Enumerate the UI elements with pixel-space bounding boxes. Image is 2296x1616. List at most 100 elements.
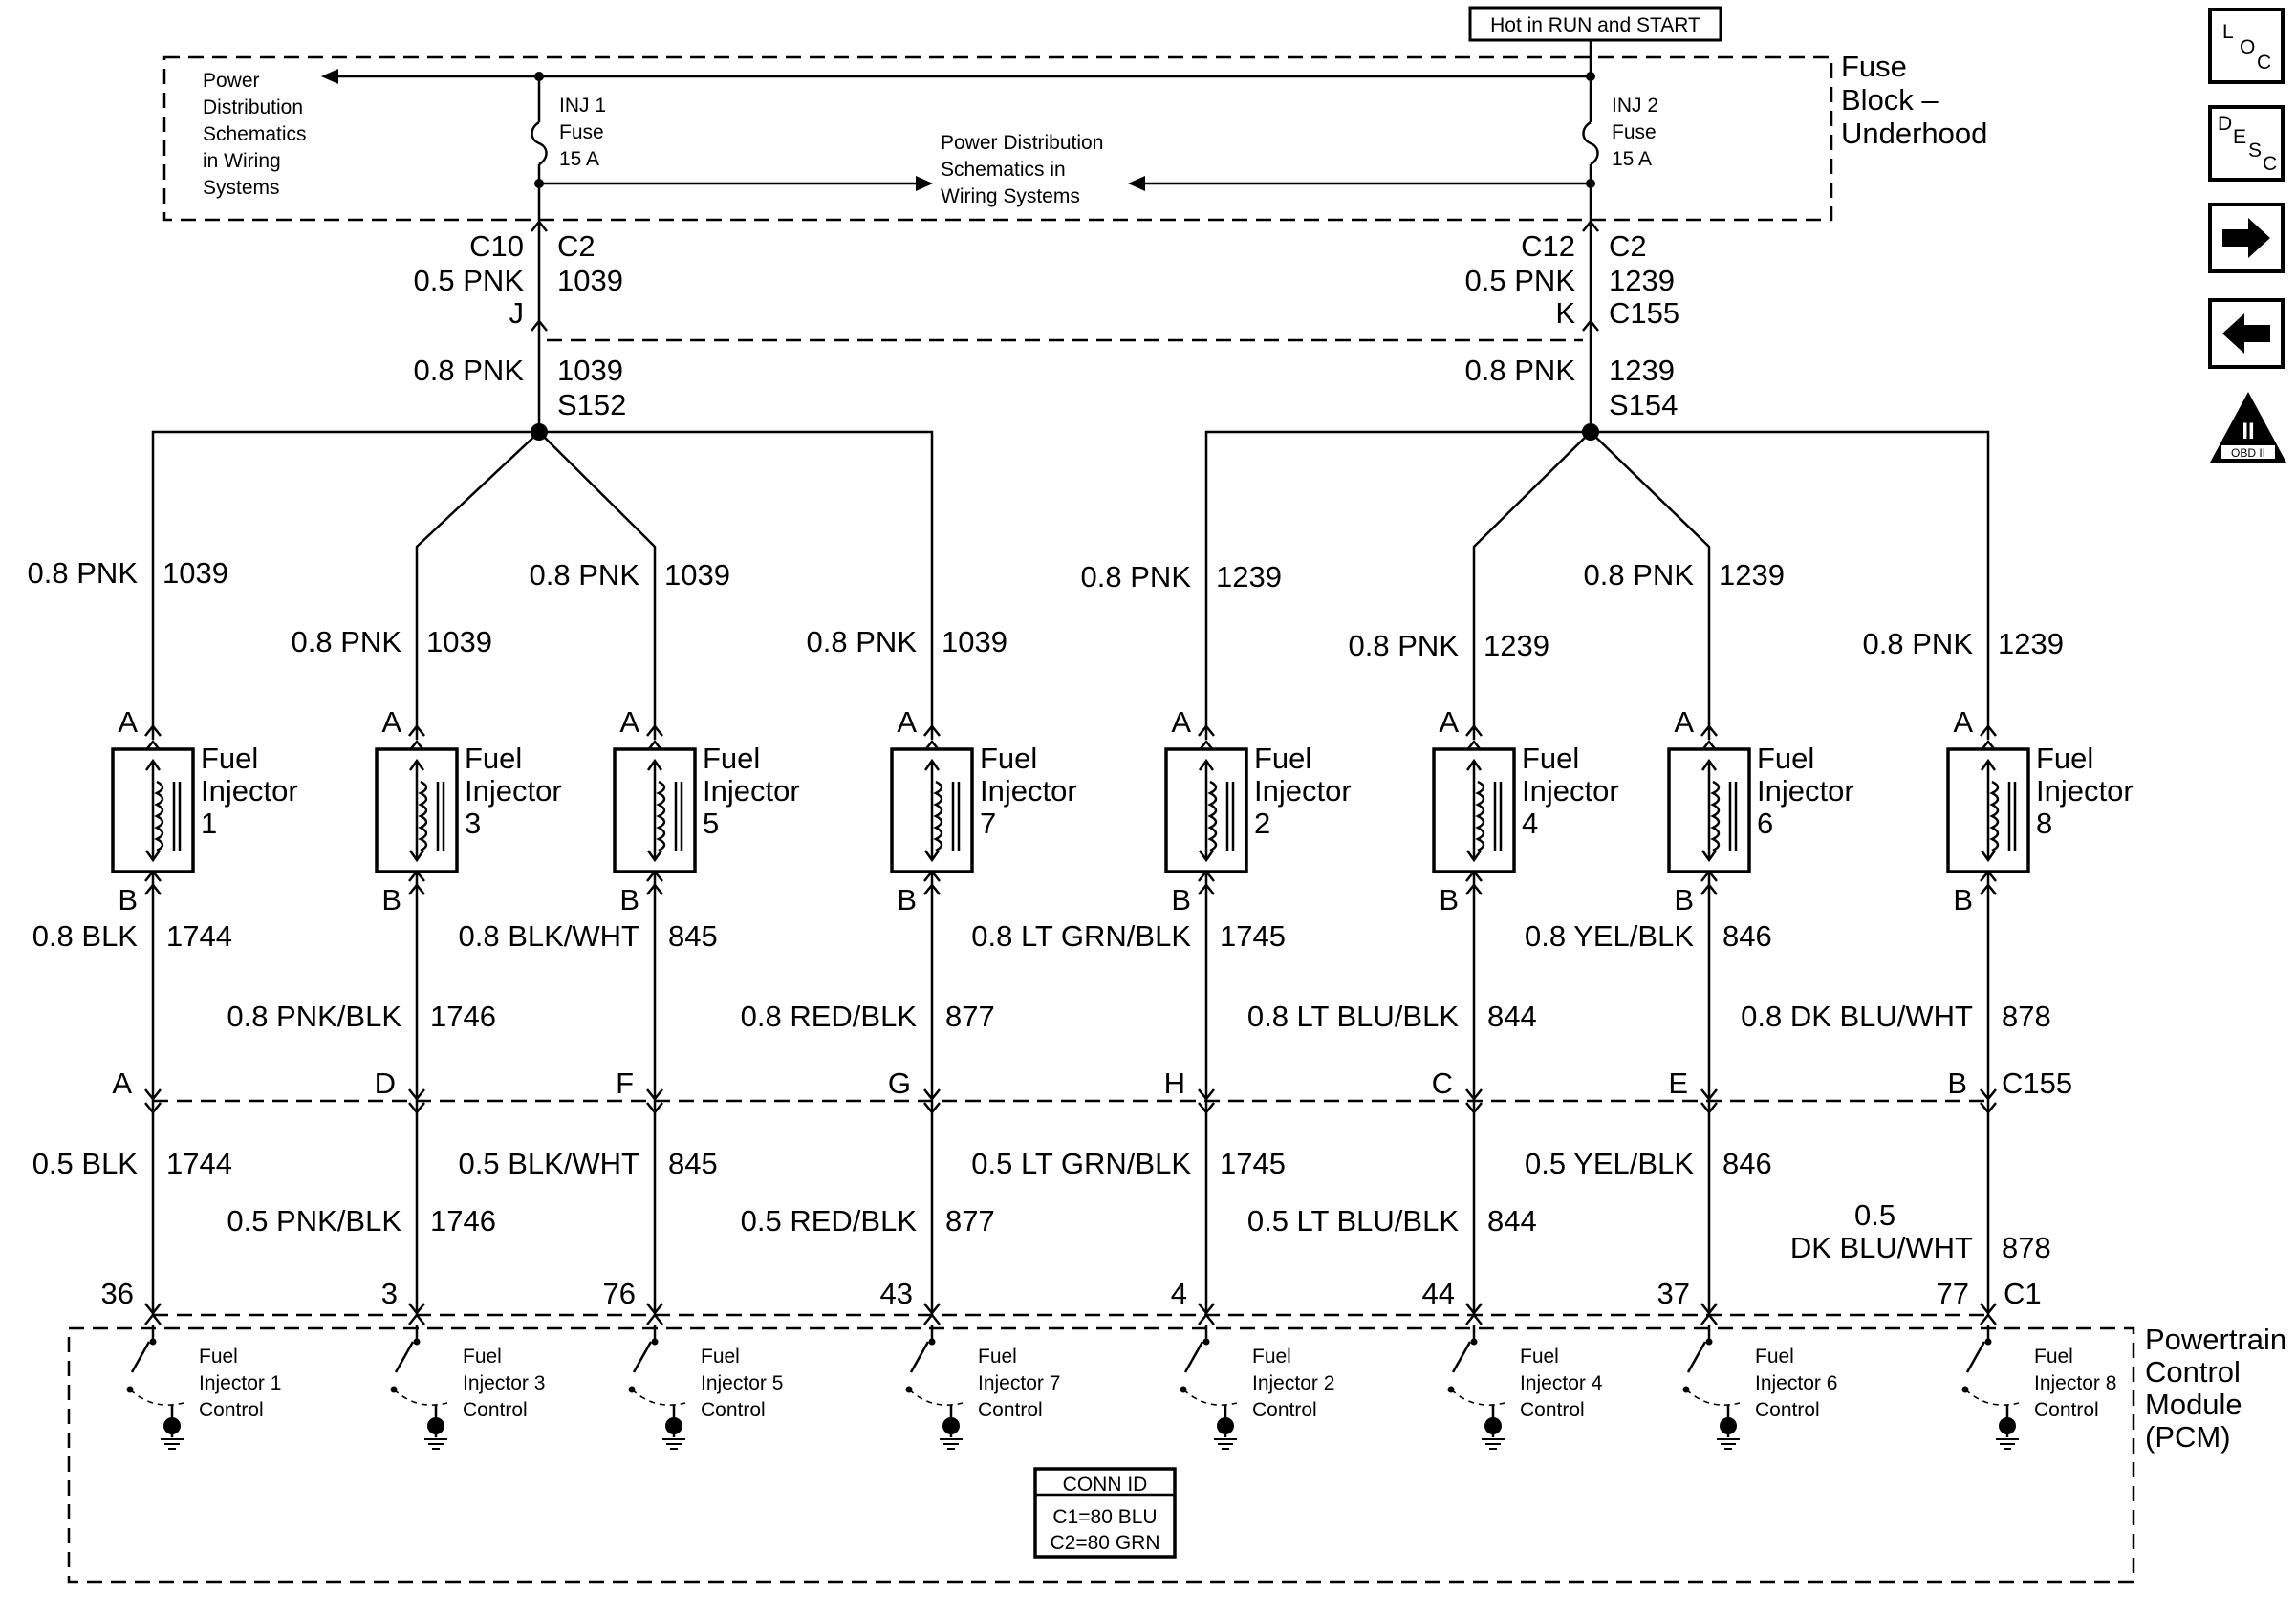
fuse-block-label-1: Fuse <box>1841 50 1907 83</box>
injector-name-3: 3 <box>465 807 481 840</box>
control-label-2: Injector 3 <box>463 1372 545 1394</box>
right-feed: C12 C2 0.5 PNK 1239 K C155 0.8 PNK 1239 … <box>1465 219 1679 441</box>
feed-wire-label: 0.8 PNK <box>1584 558 1695 592</box>
out-circuit-label: 878 <box>2002 1000 2051 1033</box>
obd-ii-icon[interactable]: II OBD II <box>2210 392 2286 463</box>
left-feed: C10 C2 0.5 PNK 1039 J 0.8 PNK 1039 S152 <box>414 219 626 441</box>
coil-icon <box>1710 780 1721 852</box>
bus-arrow-left <box>321 69 338 84</box>
fuse-inj2-fuse: Fuse <box>1612 121 1657 143</box>
fuel-injector-1 <box>111 747 195 873</box>
injector-name-2: Injector <box>465 774 562 808</box>
splice-s152: S152 <box>557 388 626 421</box>
control-label-3: Control <box>1520 1399 1585 1421</box>
injector-name-1: Fuel <box>1522 742 1579 775</box>
feed-circuit-label: 1239 <box>1719 558 1785 592</box>
svg-text:C: C <box>2263 153 2277 175</box>
pcm-pin-label: 44 <box>1422 1277 1455 1310</box>
pcm-wire-label: 0.5 BLK/WHT <box>459 1147 640 1180</box>
branch-wiring <box>151 430 1990 740</box>
feed-wire-label: 0.8 PNK <box>1081 560 1192 593</box>
feed-circuit-label: 1239 <box>1998 627 2064 660</box>
conn-id-box: CONN ID C1=80 BLU C2=80 GRN <box>1033 1467 1177 1559</box>
pin-a-label: A <box>118 705 138 739</box>
desc-icon[interactable]: D E S C <box>2208 105 2285 182</box>
out-wire-label: 0.8 DK BLU/WHT <box>1741 1000 1973 1033</box>
c155-label: C155 <box>2002 1067 2072 1100</box>
pcm-circuit-label: 1746 <box>430 1204 496 1238</box>
c155-pin-label: G <box>888 1067 911 1100</box>
injector-name-1: Fuel <box>465 742 522 775</box>
center-note-1: Power Distribution <box>941 132 1103 154</box>
control-label-3: Control <box>199 1399 264 1421</box>
pcm-circuit-label: 878 <box>2002 1231 2051 1264</box>
svg-text:II: II <box>2242 419 2254 444</box>
splice-s154: S154 <box>1609 388 1678 421</box>
injector-name-1: Fuel <box>1254 742 1311 775</box>
svg-text:D: D <box>2218 113 2232 135</box>
driver-switch-icon <box>126 1325 184 1450</box>
coil-icon <box>1207 780 1218 852</box>
control-label-3: Control <box>978 1399 1043 1421</box>
pin-b-label: B <box>1439 883 1459 916</box>
injector-name-1: Fuel <box>980 742 1037 775</box>
right-circuit-top: 1239 <box>1609 264 1675 297</box>
left-note-2: Distribution <box>203 97 303 119</box>
control-label-1: Fuel <box>1252 1346 1291 1368</box>
c155-pin-label: B <box>1947 1067 1967 1100</box>
c155-pin-label: F <box>616 1067 634 1100</box>
pcm-pin-label: 3 <box>381 1277 398 1310</box>
pcm-circuit-label: 877 <box>945 1204 995 1238</box>
right-inline-conn: C155 <box>1609 296 1679 330</box>
out-circuit-label: 1746 <box>430 1000 496 1033</box>
conn-id-c1: C1=80 BLU <box>1052 1506 1157 1528</box>
control-label-2: Injector 6 <box>1755 1372 1837 1394</box>
pin-b-label: B <box>1953 883 1973 916</box>
loc-icon[interactable]: L O C <box>2208 8 2285 84</box>
fuel-injector-7 <box>890 747 974 873</box>
control-label-3: Control <box>463 1399 528 1421</box>
next-arrow-icon[interactable] <box>2208 203 2285 273</box>
out-wire-label: 0.8 RED/BLK <box>741 1000 918 1033</box>
out-wire-label: 0.8 LT BLU/BLK <box>1247 1000 1459 1033</box>
coil-icon <box>656 780 666 852</box>
right-conn-c2: C2 <box>1609 229 1647 263</box>
feed-wire-label: 0.8 PNK <box>530 558 640 592</box>
right-pin-k: K <box>1555 296 1575 330</box>
driver-switch-icon <box>628 1325 686 1450</box>
fuse-inj2-rating: 15 A <box>1612 148 1652 170</box>
svg-text:L: L <box>2222 21 2234 43</box>
feed-circuit-label: 1039 <box>162 556 228 590</box>
left-circuit-top: 1039 <box>557 264 623 297</box>
coil-icon <box>418 780 428 852</box>
feed-circuit-label: 1039 <box>942 625 1007 658</box>
svg-text:O: O <box>2240 36 2255 58</box>
driver-switch-icon <box>1961 1325 2020 1450</box>
fuse-block-underhood: Fuse Block – Underhood Power Distributio… <box>162 40 1987 222</box>
conn-id-title: CONN ID <box>1063 1474 1148 1496</box>
injector-name-2: Injector <box>2036 774 2134 808</box>
center-note-3: Wiring Systems <box>941 185 1080 207</box>
coil-icon <box>1475 780 1485 852</box>
pin-a-label: A <box>897 705 917 739</box>
pcm-wire-label-2: DK BLU/WHT <box>1790 1231 1973 1264</box>
coil-icon <box>1989 780 2000 852</box>
injector-name-1: Fuel <box>703 742 760 775</box>
fuel-injector-8 <box>1946 747 2030 873</box>
pcm-label-4: (PCM) <box>2145 1420 2231 1454</box>
prev-arrow-icon[interactable] <box>2208 298 2285 369</box>
pcm-pin-label: 43 <box>880 1277 913 1310</box>
feed-wire-label: 0.8 PNK <box>1863 627 1974 660</box>
out-circuit-label: 845 <box>668 919 718 953</box>
control-label-1: Fuel <box>701 1346 740 1368</box>
left-wire-mid: 0.8 PNK <box>414 354 525 387</box>
feed-circuit-label: 1239 <box>1216 560 1282 593</box>
feed-circuit-label: 1039 <box>426 625 492 658</box>
hot-label: Hot in RUN and START <box>1490 14 1700 36</box>
out-circuit-label: 846 <box>1722 919 1772 953</box>
control-label-1: Fuel <box>978 1346 1017 1368</box>
control-label-2: Injector 8 <box>2034 1372 2116 1394</box>
